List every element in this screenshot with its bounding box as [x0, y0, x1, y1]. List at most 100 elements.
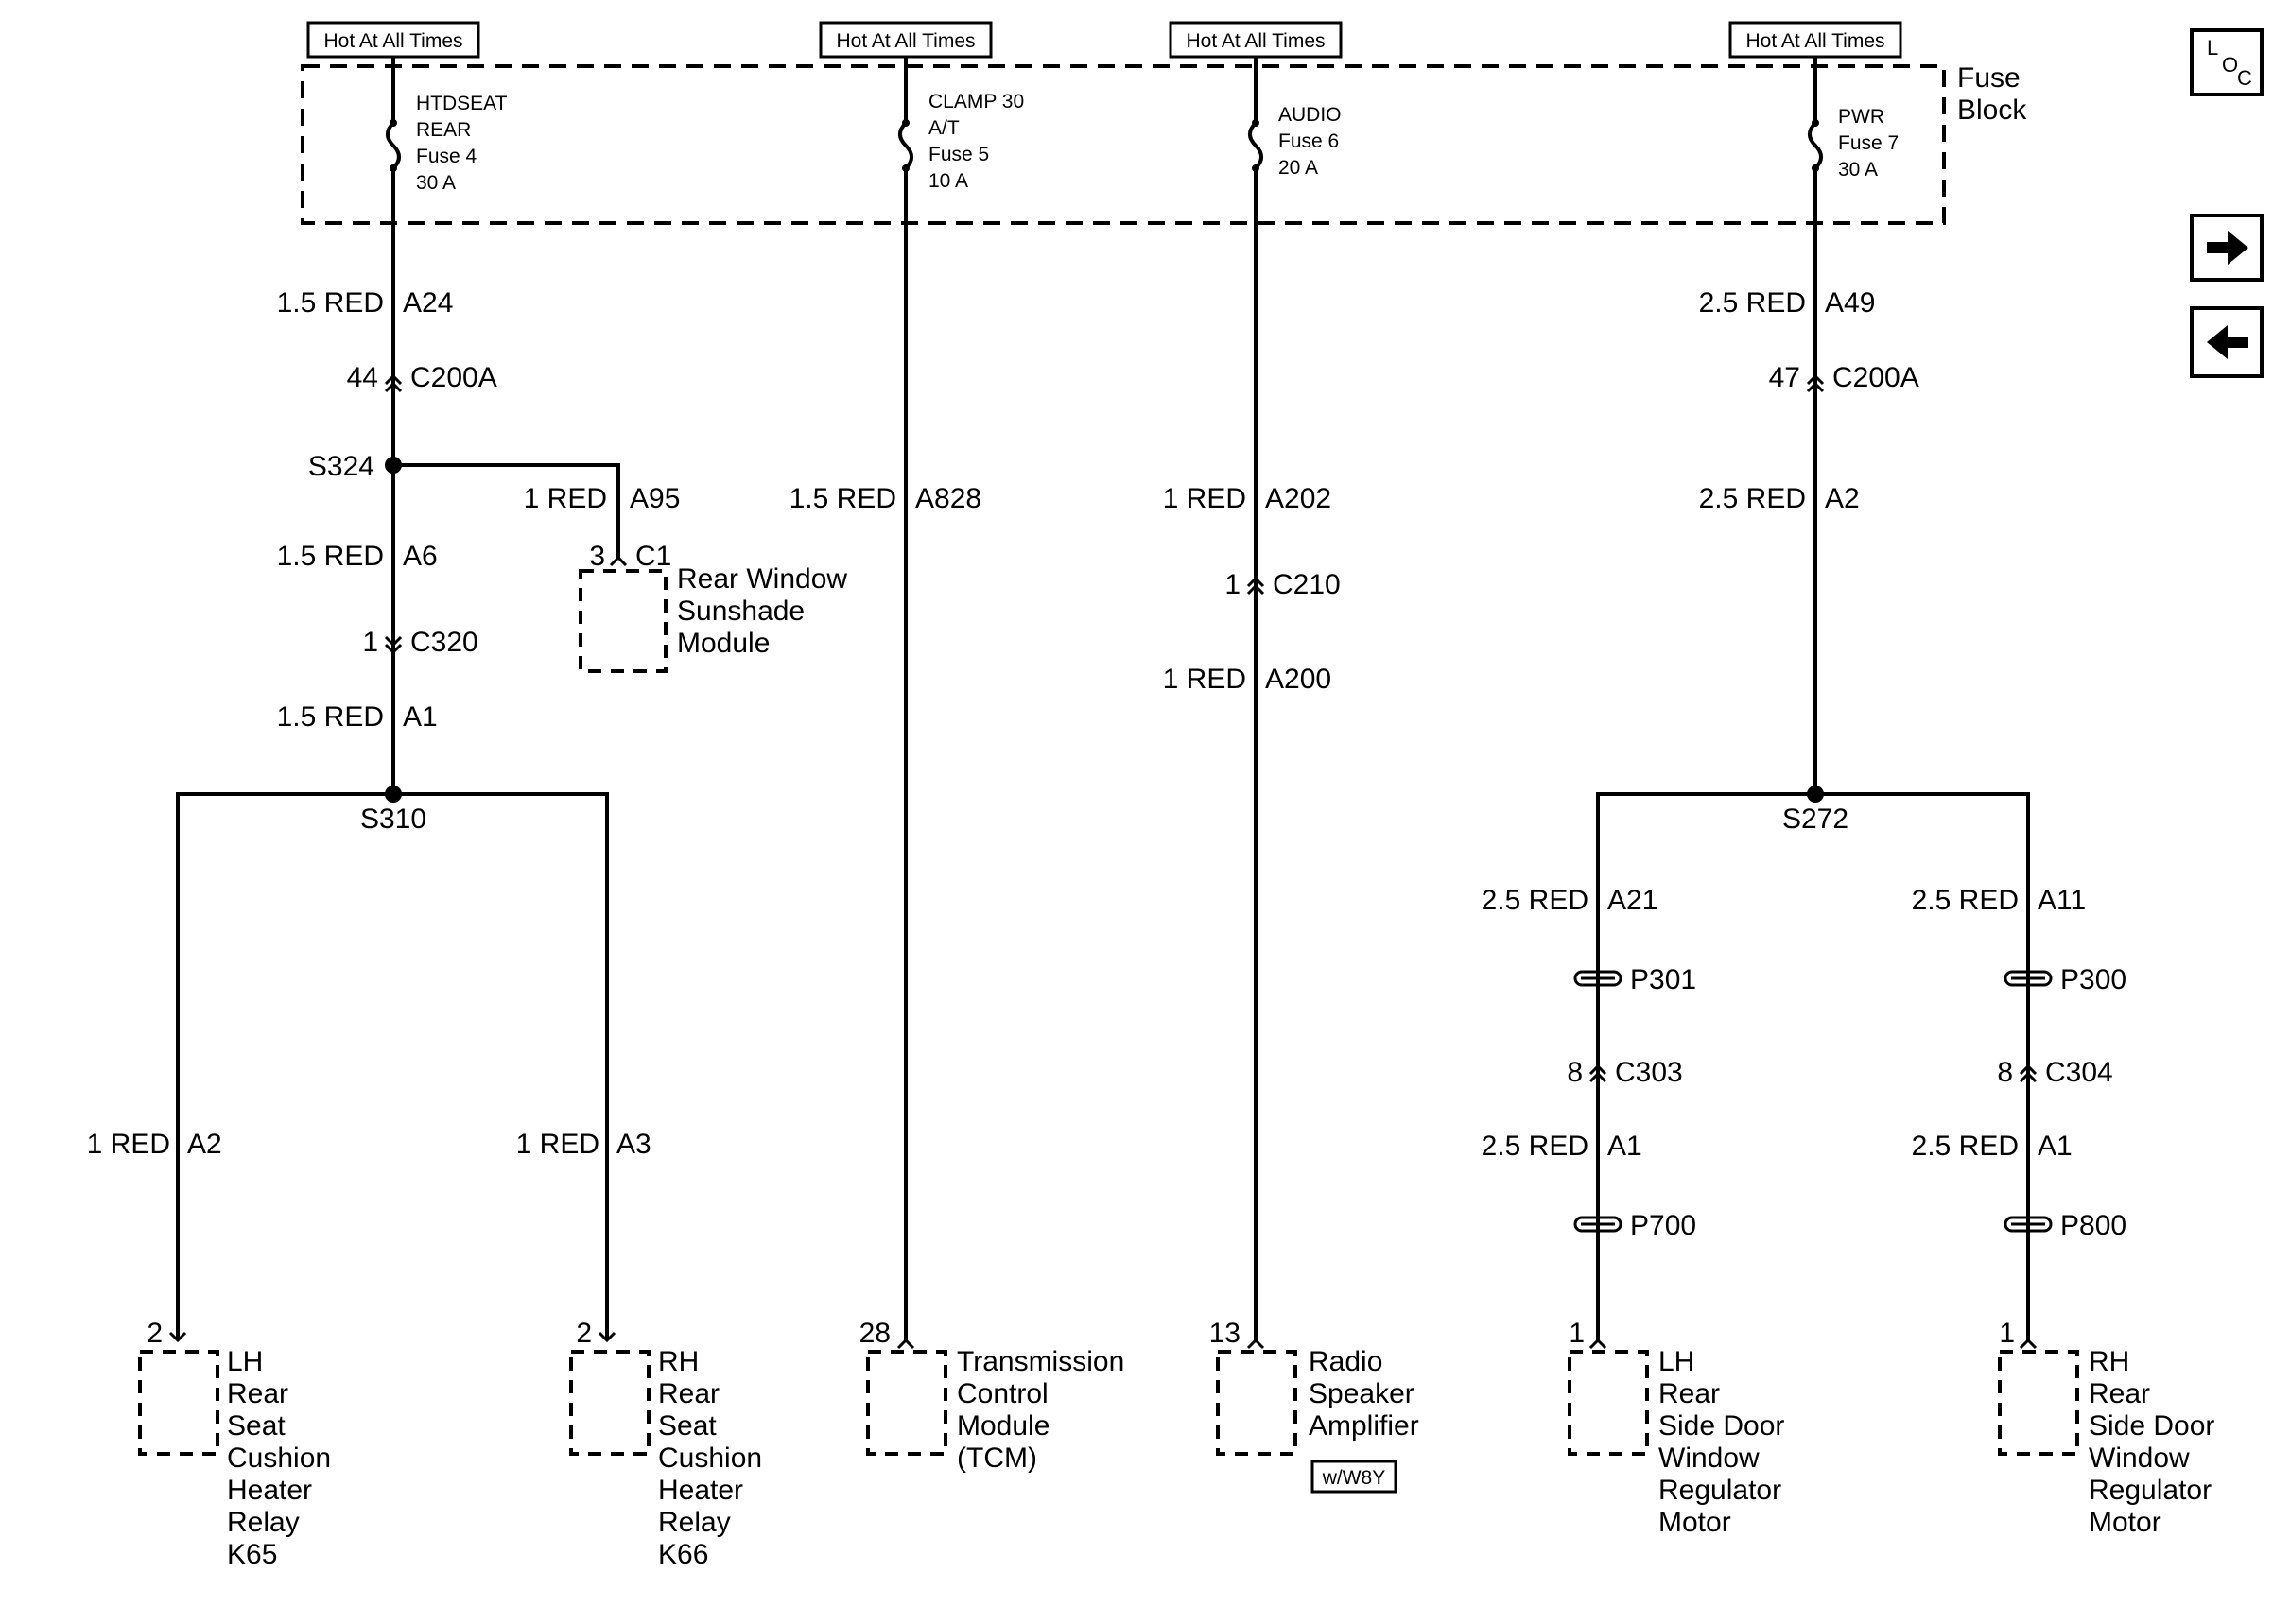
wire-a1-rl-circuit: A1	[1607, 1131, 1642, 1162]
k65-line-3: Seat	[227, 1410, 286, 1442]
k66-pin-arrow	[598, 1331, 616, 1343]
wire-a2-left-circuit: A2	[187, 1129, 222, 1160]
wire-a1-rl-gauge: 2.5 RED	[1482, 1131, 1588, 1162]
k66-line-5: Heater	[658, 1475, 743, 1506]
wire-a24-circuit: A24	[403, 287, 453, 319]
k66-box	[569, 1350, 651, 1456]
radio-pin: 13	[1209, 1318, 1241, 1349]
sunshade-line-3: Module	[677, 628, 770, 659]
wire-a1-rr-circuit: A1	[2038, 1131, 2073, 1162]
wire-a200-gauge: 1 RED	[1163, 664, 1246, 695]
splice-s272-label: S272	[1782, 803, 1848, 835]
fuse-5-line2: A/T	[928, 117, 960, 139]
fuse-4	[386, 57, 401, 172]
hot-label-3: Hot At All Times	[1169, 21, 1343, 59]
rh-motor-pin-arrow	[2019, 1338, 2038, 1350]
wire-a1-left-circuit: A1	[403, 701, 438, 733]
fuse-5-line3: Fuse 5	[928, 144, 989, 165]
wire-a828-gauge: 1.5 RED	[789, 483, 896, 514]
bus-s310	[176, 792, 609, 1340]
splice-s324-label: S324	[308, 451, 374, 482]
k65-line-1: LH	[227, 1346, 263, 1377]
c304-name: C304	[2045, 1057, 2113, 1088]
c210-name: C210	[1273, 569, 1341, 600]
fuse-6	[1248, 57, 1263, 172]
hot-label-2: Hot At All Times	[819, 21, 993, 59]
tcm-line-4: (TCM)	[957, 1443, 1037, 1474]
lh-motor-line-3: Side Door	[1658, 1410, 1784, 1442]
rh-motor-line-6: Motor	[2089, 1507, 2161, 1538]
svg-text:L: L	[2207, 36, 2218, 60]
p301-label: P301	[1630, 964, 1696, 995]
connector-c304	[2019, 1063, 2038, 1083]
next-arrow-icon[interactable]	[2190, 214, 2264, 282]
wire-a1-rr-gauge: 2.5 RED	[1912, 1131, 2019, 1162]
lh-motor-line-5: Regulator	[1658, 1475, 1781, 1506]
lh-motor-line-4: Window	[1658, 1443, 1760, 1474]
radio-box	[1216, 1350, 1297, 1456]
fuse-5-line1: CLAMP 30	[928, 91, 1024, 112]
splice-s310-label: S310	[360, 803, 426, 835]
svg-text:Hot At All Times: Hot At All Times	[323, 30, 462, 52]
sunshade-module-box	[579, 569, 668, 673]
pass-through-p800	[2004, 1216, 2053, 1233]
lh-motor-box	[1568, 1350, 1649, 1456]
loc-icon[interactable]: L O C	[2190, 28, 2264, 96]
k65-line-5: Heater	[227, 1475, 312, 1506]
fuse-7	[1808, 57, 1823, 172]
fuse-4-line2: REAR	[416, 119, 471, 141]
fuse-4-line1: HTDSEAT	[416, 93, 508, 114]
lh-motor-pin: 1	[1569, 1318, 1585, 1349]
wire-a95	[393, 463, 620, 558]
wire-a1-left-gauge: 1.5 RED	[277, 701, 384, 733]
back-arrow-icon[interactable]	[2190, 306, 2264, 378]
k65-pin-arrow	[168, 1331, 187, 1343]
wire-a95-gauge: 1 RED	[524, 483, 607, 514]
lh-motor-pin-arrow	[1588, 1338, 1607, 1350]
pass-through-p301	[1573, 970, 1622, 987]
connector-c210	[1246, 576, 1265, 596]
wire-a11-circuit: A11	[2038, 885, 2086, 916]
k65-line-6: Relay	[227, 1507, 300, 1538]
connector-c200a-right	[1806, 373, 1825, 393]
k66-line-7: K66	[658, 1539, 708, 1570]
sunshade-conn: C1	[635, 541, 671, 572]
c200a-left-name: C200A	[410, 362, 497, 393]
fuse-block-label-2: Block	[1957, 95, 2027, 126]
k66-line-2: Rear	[658, 1378, 720, 1409]
svg-text:O: O	[2222, 53, 2238, 77]
wire-a3-gauge: 1 RED	[516, 1129, 599, 1160]
rh-motor-line-4: Window	[2089, 1443, 2190, 1474]
k66-line-4: Cushion	[658, 1443, 762, 1474]
wire-a3-circuit: A3	[616, 1129, 651, 1160]
c320-name: C320	[410, 627, 478, 658]
tcm-line-2: Control	[957, 1378, 1049, 1409]
k65-pin: 2	[147, 1318, 163, 1349]
c304-pin: 8	[1997, 1057, 2013, 1088]
connector-c320	[384, 635, 403, 655]
k65-line-2: Rear	[227, 1378, 288, 1409]
svg-text:w/W8Y: w/W8Y	[1322, 1467, 1386, 1489]
tcm-line-1: Transmission	[957, 1346, 1124, 1377]
svg-text:Hot At All Times: Hot At All Times	[1186, 30, 1325, 52]
hot-label-4: Hot At All Times	[1728, 21, 1902, 59]
wire-a202-circuit: A202	[1265, 483, 1331, 514]
wire-a95-circuit: A95	[630, 483, 680, 514]
sunshade-pin: 3	[589, 541, 605, 572]
svg-text:Hot At All Times: Hot At All Times	[836, 30, 975, 52]
wire-a2-right-circuit: A2	[1825, 483, 1860, 514]
k65-box	[138, 1350, 219, 1456]
wire-a200-circuit: A200	[1265, 664, 1331, 695]
fuse-4-line4: 30 A	[416, 172, 456, 194]
sunshade-line-1: Rear Window	[677, 563, 847, 595]
radio-option-badge: w/W8Y	[1310, 1460, 1397, 1494]
sunshade-line-2: Sunshade	[677, 596, 805, 627]
radio-line-2: Speaker	[1309, 1378, 1414, 1409]
c303-pin: 8	[1567, 1057, 1583, 1088]
lh-motor-line-2: Rear	[1658, 1378, 1720, 1409]
connector-c303	[1588, 1063, 1607, 1083]
fuse-5-line4: 10 A	[928, 170, 968, 192]
pass-through-p300	[2004, 970, 2053, 987]
tcm-box	[866, 1350, 947, 1456]
tcm-pin-arrow	[896, 1338, 915, 1350]
